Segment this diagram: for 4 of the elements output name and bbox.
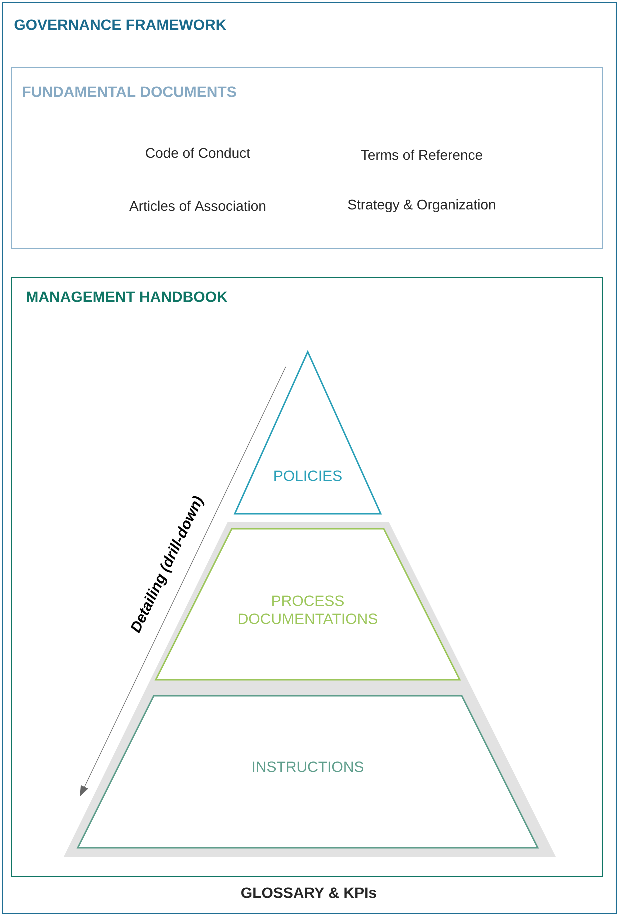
document-name: Strategy & Organization bbox=[348, 199, 496, 213]
document-name: Code of Conduct bbox=[146, 148, 250, 158]
document-name: Terms of Reference bbox=[361, 150, 482, 160]
document-name: Articles of Association bbox=[130, 200, 266, 212]
